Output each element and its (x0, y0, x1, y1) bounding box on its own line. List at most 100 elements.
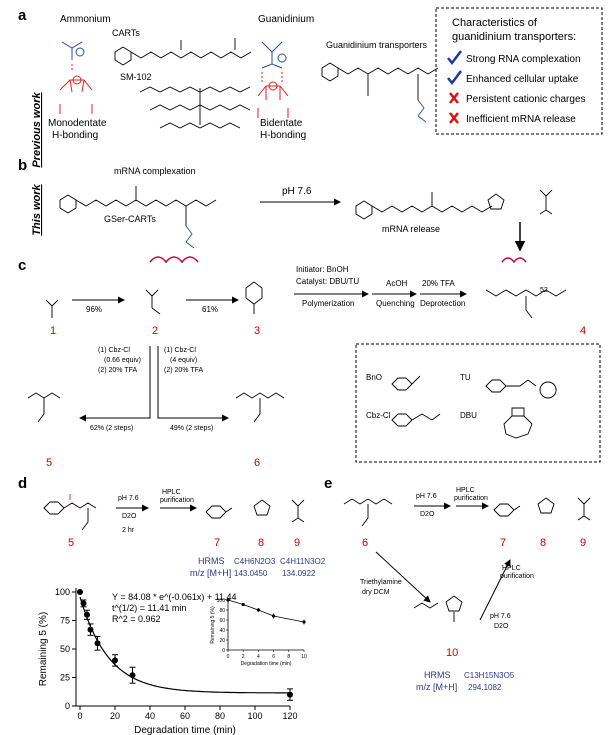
d-cond-2: D2O (122, 513, 137, 520)
yield-2: 61% (202, 305, 218, 314)
half-life: t^(1/2) = 11.41 min (112, 603, 186, 613)
compound-1-number: 1 (50, 325, 56, 337)
d-hrms: HRMS (198, 556, 225, 566)
initiator-label: Initiator: BnOH (296, 265, 349, 274)
cond5-2: (0.66 equiv) (104, 357, 141, 364)
yield-5: 62% (2 steps) (90, 425, 133, 432)
compound-4-structure (485, 289, 567, 319)
e-cond2-1: pH 7.6 (490, 613, 511, 620)
x-tick-label: 40 (145, 711, 155, 721)
ph-label-b: pH 7.6 (282, 186, 312, 197)
phosphate-mono (59, 64, 93, 114)
compound-2-number: 2 (152, 325, 158, 337)
cbz-cl-icon (391, 413, 441, 427)
e-formula-10: C13H15N3O5 (464, 671, 515, 680)
panel-b: b This work mRNA complexation GSer-CARTs… (18, 157, 553, 264)
compound-1-structure (45, 299, 59, 318)
data-point-0 (77, 589, 83, 595)
e-hplc-2: purification (454, 495, 488, 502)
polymerization-label: Polymerization (302, 299, 354, 308)
fit-equation: Y = 84.08 * e^(-0.061x) + 11.44 (112, 592, 236, 602)
data-point-3 (87, 626, 94, 633)
data-point-2 (84, 611, 90, 618)
mrna-wave-1 (149, 256, 199, 264)
inset-y-tick-label: 40 (219, 628, 225, 634)
check-icon (447, 50, 462, 66)
r-squared: R^2 = 0.962 (112, 614, 161, 624)
ammonium-structure (61, 41, 85, 60)
compound-10-number: 10 (446, 647, 458, 659)
d-product-7: 7 (214, 537, 220, 549)
y-tick-label: 100 (55, 587, 70, 597)
d-formula-9: C4H11N3O2 (280, 557, 326, 566)
e-products-structures (493, 497, 591, 521)
cond5-3: (2) 20% TFA (98, 367, 137, 374)
cond5-1: (1) Cbz-Cl (98, 347, 130, 354)
inset-point-1 (241, 602, 245, 607)
compound-10-structure (413, 595, 463, 622)
transporter-guanidine (417, 99, 427, 123)
d-compound-5-structure (43, 494, 97, 531)
cond6-1: (1) Cbz-Cl (164, 347, 196, 354)
d-cond-1: pH 7.6 (118, 495, 139, 502)
x-tick-label: 100 (247, 711, 262, 721)
inset-point-3 (272, 614, 276, 618)
characteristic-item-3: Inefficient mRNA release (466, 114, 576, 125)
inset-x-tick-label: 2 (242, 654, 245, 660)
benzyl-icon (391, 375, 421, 391)
inset-point-2 (256, 608, 260, 612)
panel-label-a: a (18, 7, 27, 24)
released-polymer (355, 192, 493, 220)
catalyst-label: Catalyst: DBU/TU (296, 277, 359, 286)
side-label-this: This work (31, 183, 43, 235)
box-title-1: Characteristics of (452, 17, 538, 29)
e-product-9: 9 (580, 537, 586, 549)
e-product-8: 8 (540, 537, 546, 549)
d-compound-5-number: 5 (68, 537, 74, 549)
inset-point-0 (226, 598, 230, 602)
e-cond-2: D2O (420, 511, 435, 518)
gser-carts-structure (59, 186, 217, 226)
panel-label-d: d (18, 475, 27, 492)
guanidinium-structure (261, 41, 287, 69)
y-tick-label: 0 (65, 701, 70, 711)
yield-1: 96% (86, 305, 102, 314)
release-byproducts (487, 189, 553, 215)
d-time: 2 hr (122, 527, 135, 534)
d-mz: m/z [M+H] (190, 568, 231, 578)
compound-5-number: 5 (46, 457, 52, 469)
e-hrms: HRMS (424, 670, 451, 680)
box-title-2: guanidinium transporters: (452, 31, 576, 43)
panel-a: a Previous work Ammonium CARTs SM-102 Gu… (18, 7, 603, 168)
e-compound-6-number: 6 (362, 537, 368, 549)
e-mass-10: 294.1082 (468, 683, 502, 692)
quenching-label: Quenching (376, 299, 415, 308)
inset-y-tick-label: 80 (219, 608, 225, 614)
yield-6: 49% (2 steps) (170, 425, 213, 432)
legend-dbu: DBU (460, 411, 477, 420)
x-tick-label: 120 (282, 711, 297, 721)
phosphate-bi (257, 72, 289, 118)
data-point-5 (112, 657, 118, 664)
inset-y-tick-label: 20 (219, 638, 225, 644)
compound-3-number: 3 (254, 325, 260, 337)
cross-icon (449, 92, 459, 104)
y-tick-label: 50 (60, 644, 70, 654)
x-axis-label: Degradation time (min) (134, 725, 236, 735)
guanidinium-label: Guanidinium (258, 14, 314, 25)
compound-6-number: 6 (254, 457, 260, 469)
y-tick-label: 25 (60, 673, 70, 683)
inset-y-tick-label: 60 (219, 618, 225, 624)
mrna-wave-2 (501, 257, 527, 264)
inset-line (227, 599, 305, 623)
panel-d: d 5 pH 7.6 D2O 2 hr HPLC purification 7 … (18, 475, 326, 735)
inset-y-label: Remaining 5 (%) (210, 606, 216, 644)
compound-3-structure (245, 281, 263, 314)
e-hplc2-2: purification (500, 573, 534, 580)
e-cond-1: pH 7.6 (416, 493, 437, 500)
thiourea-icon (485, 379, 557, 399)
d-product-8: 8 (258, 537, 264, 549)
d-products-structures (205, 499, 305, 523)
